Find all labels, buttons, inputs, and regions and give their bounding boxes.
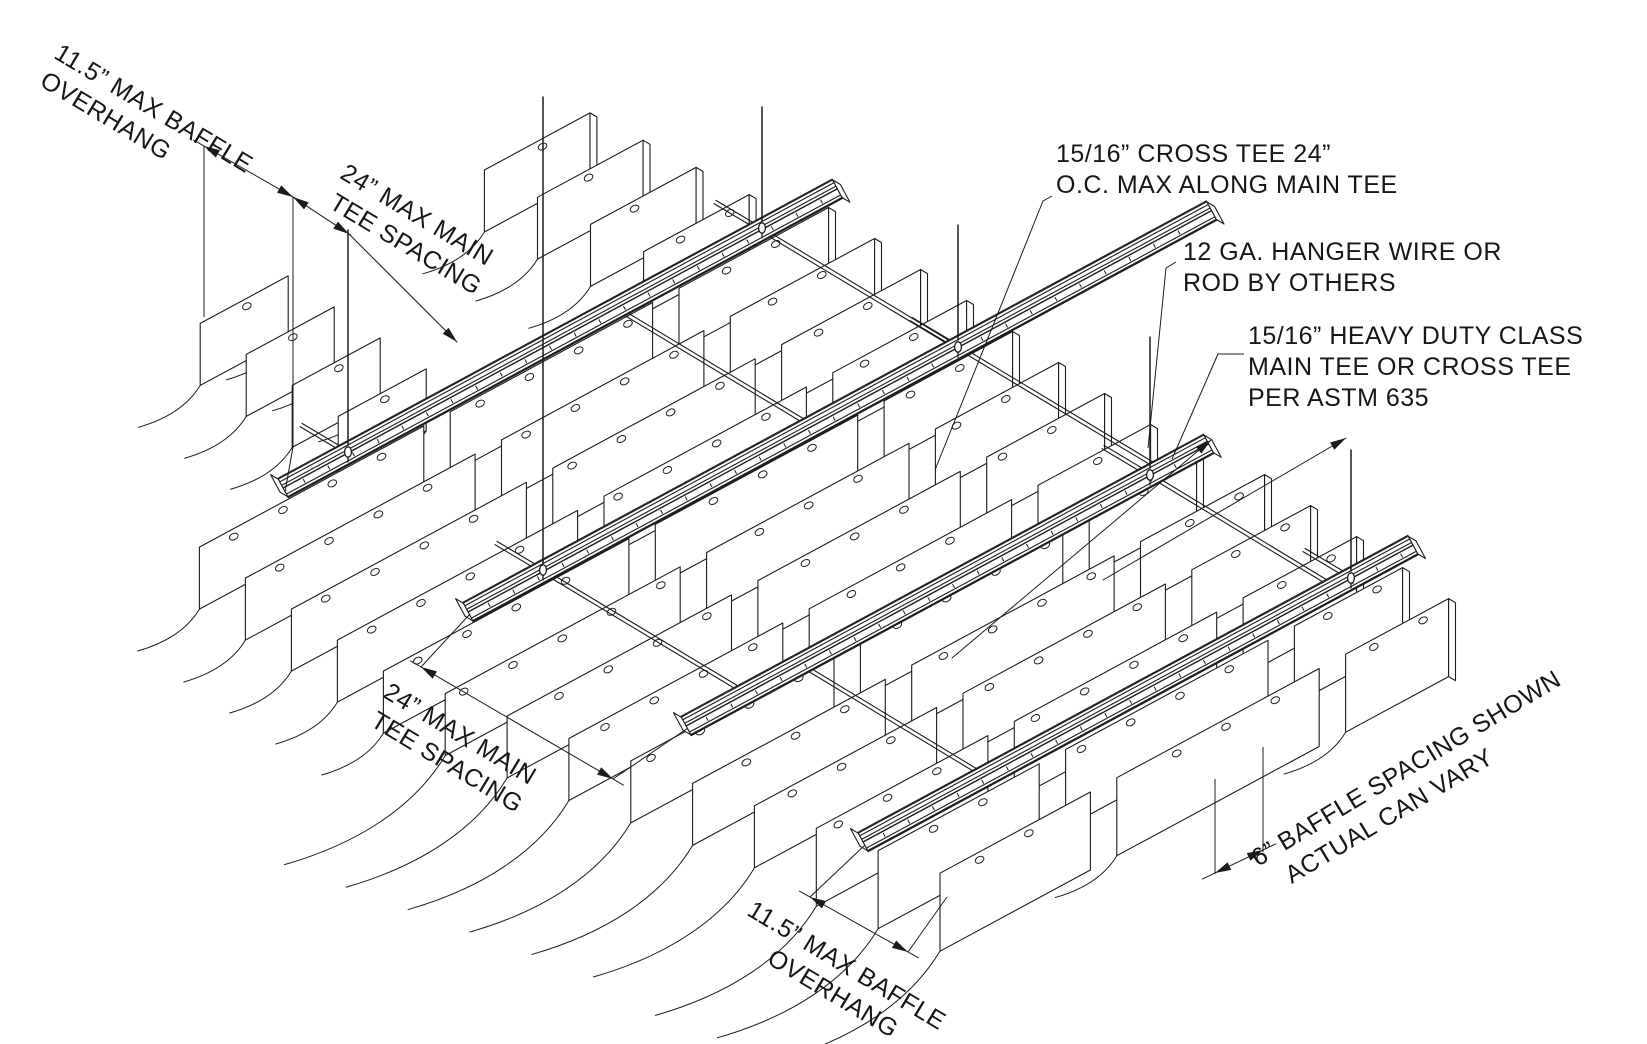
label-baffle-overhang-bottom: 11.5” MAX BAFFLE OVERHANG — [743, 896, 951, 1044]
dimension-lines — [193, 139, 1347, 959]
label-text: 15/16” HEAVY DUTY CLASS — [1248, 322, 1583, 350]
main-tee-1 — [270, 178, 851, 499]
cross-tees — [299, 199, 1353, 779]
hanger-wire — [343, 229, 353, 463]
label-text: 15/16” CROSS TEE 24” — [1056, 140, 1331, 168]
main-tee-2 — [455, 200, 1225, 623]
main-tee-4 — [849, 534, 1427, 853]
baffle-row — [345, 392, 1113, 888]
label-baffle-overhang-top: 11.5” MAX BAFFLE OVERHANG — [35, 39, 257, 179]
baffle-row — [138, 112, 598, 428]
baffle-row — [823, 598, 1457, 1044]
hanger-wires — [343, 96, 1356, 589]
baffle-row — [469, 454, 1205, 933]
label-text: PER ASTM 635 — [1248, 384, 1429, 412]
label-tee-spacing-top: 24” MAX MAIN TEE SPACING — [325, 159, 498, 301]
baffle-row — [230, 166, 704, 490]
main-tee-3 — [672, 433, 1222, 737]
baffle-row — [283, 361, 1067, 866]
baffle-row — [137, 206, 837, 652]
baffle-row — [229, 268, 929, 714]
label-heavy-duty-note: 15/16” HEAVY DUTY CLASS MAIN TEE OR CROS… — [1248, 322, 1583, 412]
label-hanger-wire-note: 12 GA. HANGER WIRE OR ROD BY OTHERS — [1183, 238, 1502, 297]
baffle-row — [716, 567, 1411, 1039]
hanger-wire — [1346, 449, 1356, 589]
label-text: O.C. MAX ALONG MAIN TEE — [1056, 171, 1398, 199]
label-cross-tee-note: 15/16” CROSS TEE 24” O.C. MAX ALONG MAIN… — [1056, 140, 1398, 199]
label-text: ROD BY OTHERS — [1183, 269, 1396, 297]
baffle-row — [321, 330, 1021, 776]
label-text: 12 GA. HANGER WIRE OR — [1183, 238, 1502, 266]
hanger-wire — [953, 224, 963, 358]
baffle-row — [184, 139, 651, 459]
main-tees — [270, 178, 1427, 853]
label-text: MAIN TEE OR CROSS TEE — [1248, 353, 1572, 381]
hanger-wire — [538, 96, 548, 581]
hanger-wire — [1145, 336, 1155, 486]
hanger-wire — [757, 106, 767, 239]
